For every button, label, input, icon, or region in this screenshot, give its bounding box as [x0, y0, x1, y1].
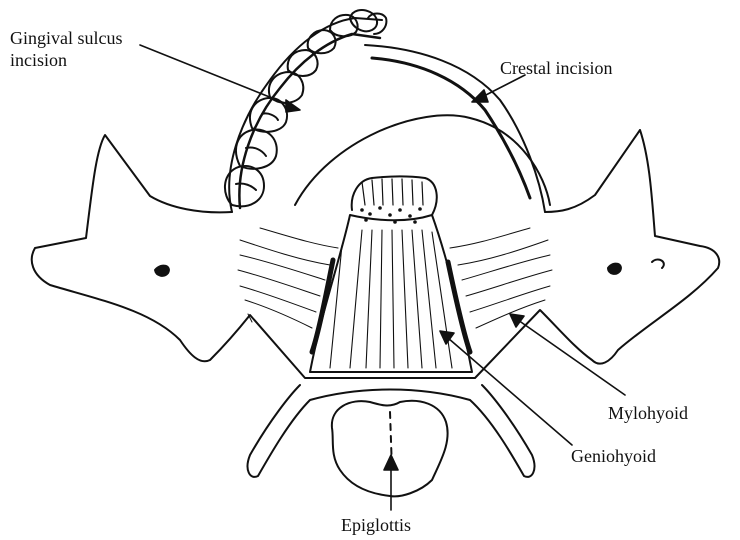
- mental-foramen-right: [608, 264, 621, 274]
- mental-foramen-left: [155, 266, 169, 276]
- mandible-outline: [32, 130, 719, 378]
- geniohyoid-muscle: [310, 215, 472, 372]
- label-crestal-incision: Crestal incision: [500, 58, 612, 78]
- dental-arch-left: [229, 18, 382, 212]
- label-gingival-sulcus-line2: incision: [10, 50, 67, 70]
- label-epiglottis: Epiglottis: [341, 515, 411, 535]
- genial-tubercle: [352, 177, 437, 216]
- teeth: [225, 10, 386, 206]
- label-geniohyoid: Geniohyoid: [571, 446, 656, 466]
- label-gingival-sulcus-line1: Gingival sulcus: [10, 28, 123, 48]
- leader-lines: [140, 45, 625, 510]
- label-mylohyoid: Mylohyoid: [608, 403, 688, 423]
